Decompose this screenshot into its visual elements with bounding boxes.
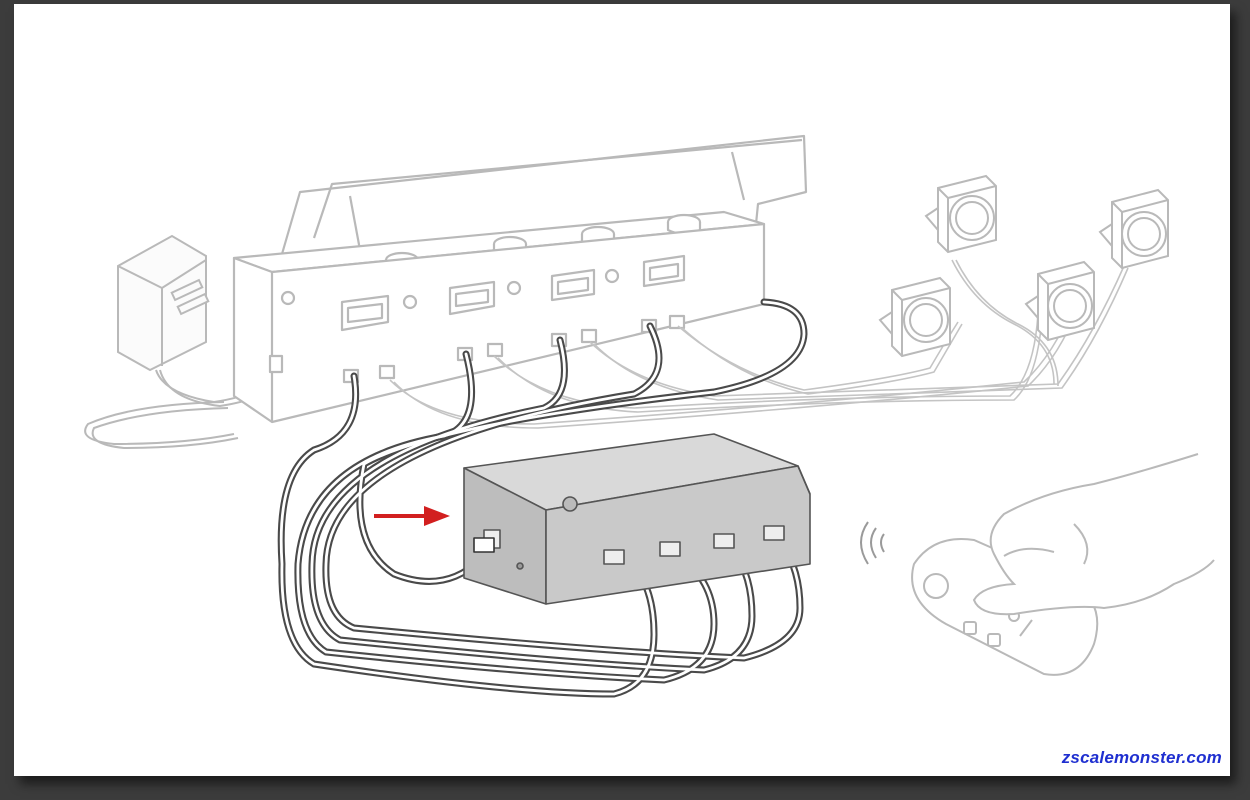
speaker-icon [924, 174, 997, 254]
speaker-icon [878, 276, 951, 358]
hand-icon [972, 453, 1215, 616]
wireless-signal-icon [860, 521, 885, 565]
speaker-icon [1098, 188, 1169, 270]
arrow-icon [374, 506, 450, 526]
speaker-icon [1024, 260, 1095, 342]
wiring-diagram [84, 134, 1215, 698]
hub-icon [463, 433, 811, 605]
watermark-text: zscalemonster.com [1061, 748, 1222, 767]
illustration-frame: zscalemonster.com [14, 4, 1230, 776]
control-box-icon [232, 134, 808, 424]
hub-cables [277, 298, 808, 698]
